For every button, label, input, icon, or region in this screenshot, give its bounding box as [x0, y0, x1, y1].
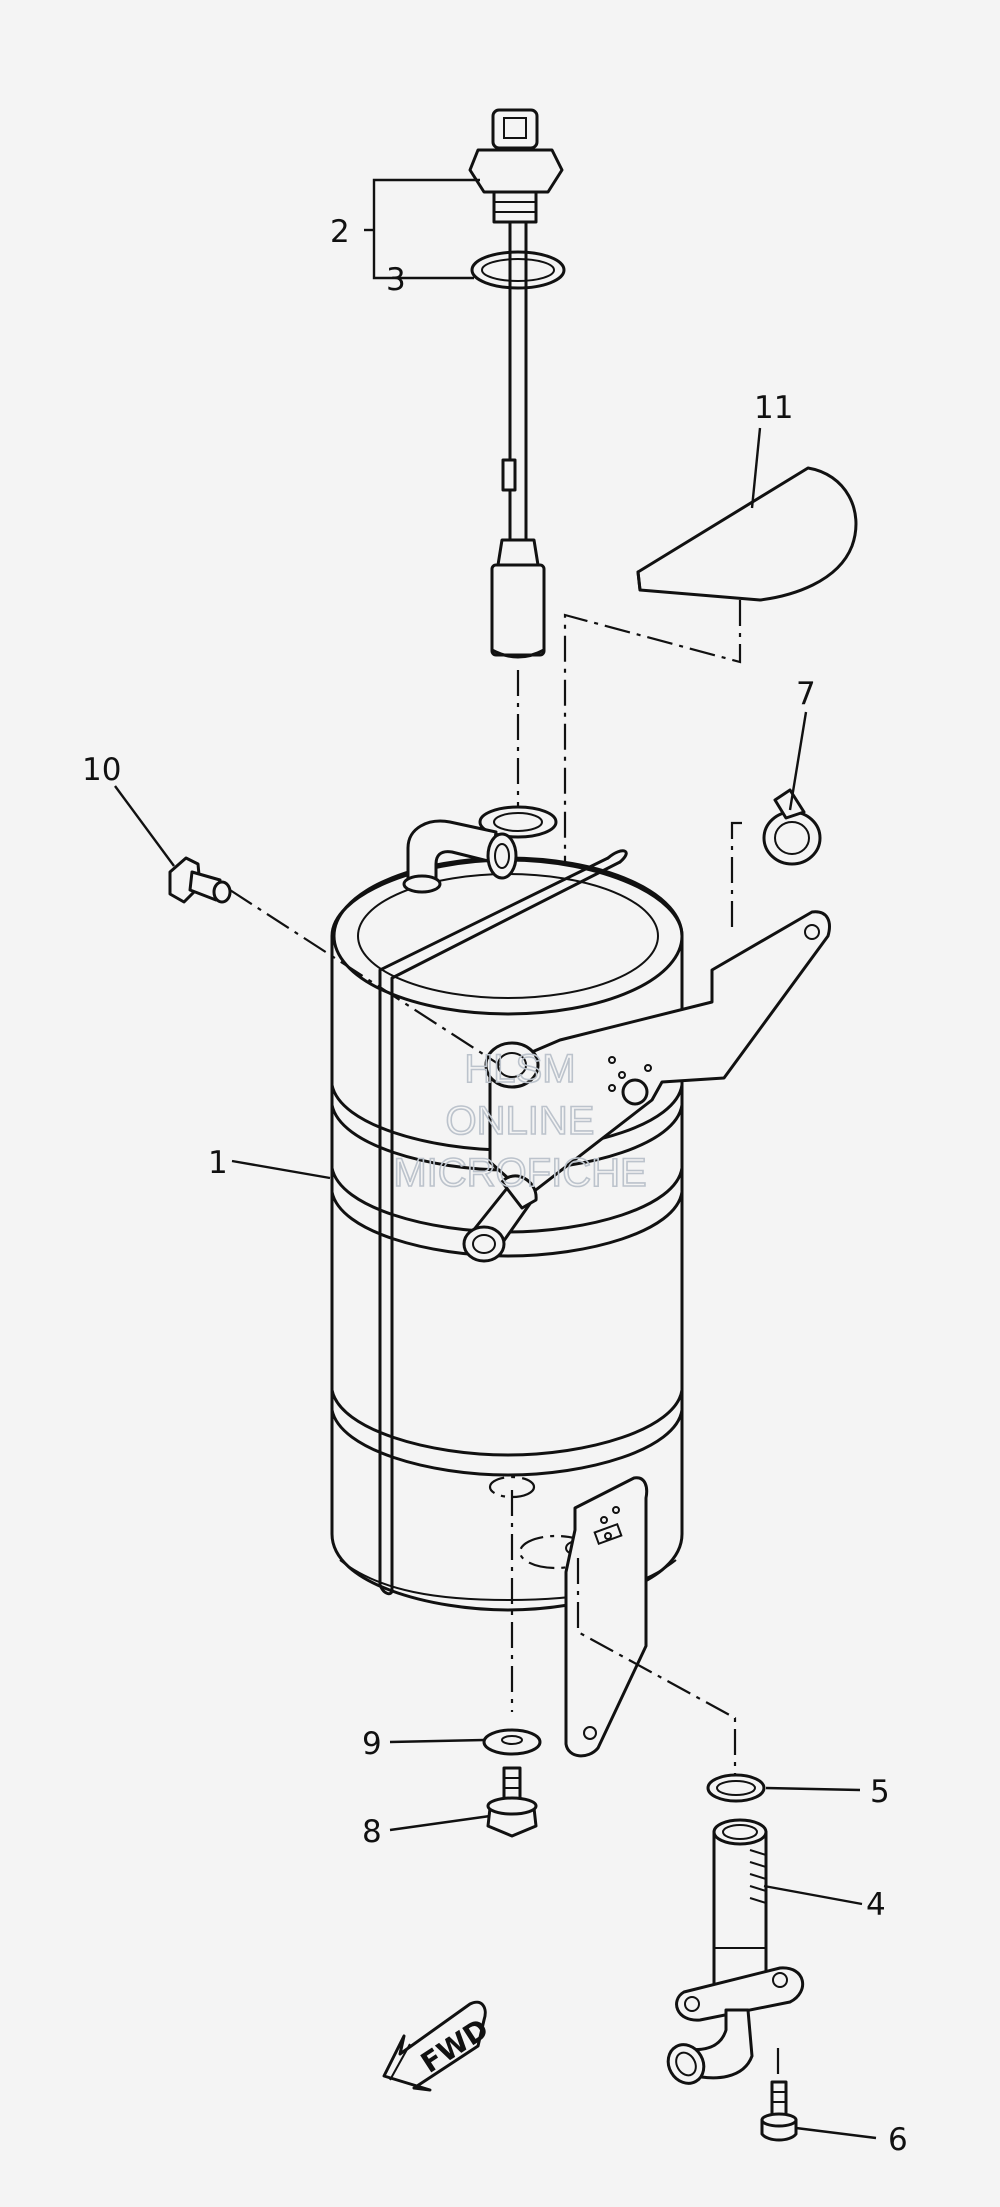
- part-4-pipe: [666, 1818, 805, 2085]
- tank-top-elbow: [402, 819, 518, 894]
- part-7-clamp: [762, 788, 822, 866]
- callout-7: 7: [796, 676, 816, 712]
- part-11-plate: [636, 466, 858, 602]
- callout-1: 1: [208, 1145, 228, 1181]
- watermark-line-1: HLSM: [464, 1047, 575, 1091]
- part-10-bolt: [168, 856, 232, 904]
- part-8-bolt: [486, 1766, 538, 1838]
- callout-5: 5: [870, 1774, 890, 1810]
- callout-10: 10: [82, 752, 121, 788]
- callout-2: 2: [330, 214, 350, 250]
- axis-bolt-10: [229, 889, 501, 1066]
- lower-bracket: [564, 1476, 649, 1758]
- callout-6: 6: [888, 2122, 908, 2158]
- callout-3: 3: [386, 262, 406, 298]
- leader-lines: [114, 178, 877, 2140]
- axis-clamp: [730, 821, 742, 932]
- axis-plate: [563, 600, 742, 930]
- callout-9: 9: [362, 1726, 382, 1762]
- forward-direction-arrow: FWD: [382, 2000, 494, 2092]
- callout-labels: 1 2 3 4 5 6 7 8 9 10 11: [82, 214, 908, 2158]
- part-5-o-ring: [706, 1773, 766, 1803]
- watermark-line-3: MICROFICHE: [393, 1151, 646, 1195]
- tank-strap: [378, 849, 628, 1596]
- tank-top-port: [478, 805, 558, 839]
- part-2-level-sensor: [468, 108, 564, 659]
- part-6-screw: [760, 2080, 798, 2142]
- part-3-o-ring: [470, 250, 566, 290]
- tank-lower-outlet: [462, 1174, 538, 1263]
- tank-side-port: [484, 1041, 540, 1089]
- callout-8: 8: [362, 1814, 382, 1850]
- watermark-line-2: ONLINE: [446, 1099, 595, 1143]
- callout-11: 11: [754, 390, 793, 426]
- callout-4: 4: [866, 1887, 886, 1923]
- axis-pipe-4: [576, 1558, 737, 1775]
- part-9-washer: [482, 1728, 542, 1756]
- watermark: HLSM ONLINE MICROFICHE: [393, 1046, 648, 1196]
- upper-bracket: [488, 910, 831, 1198]
